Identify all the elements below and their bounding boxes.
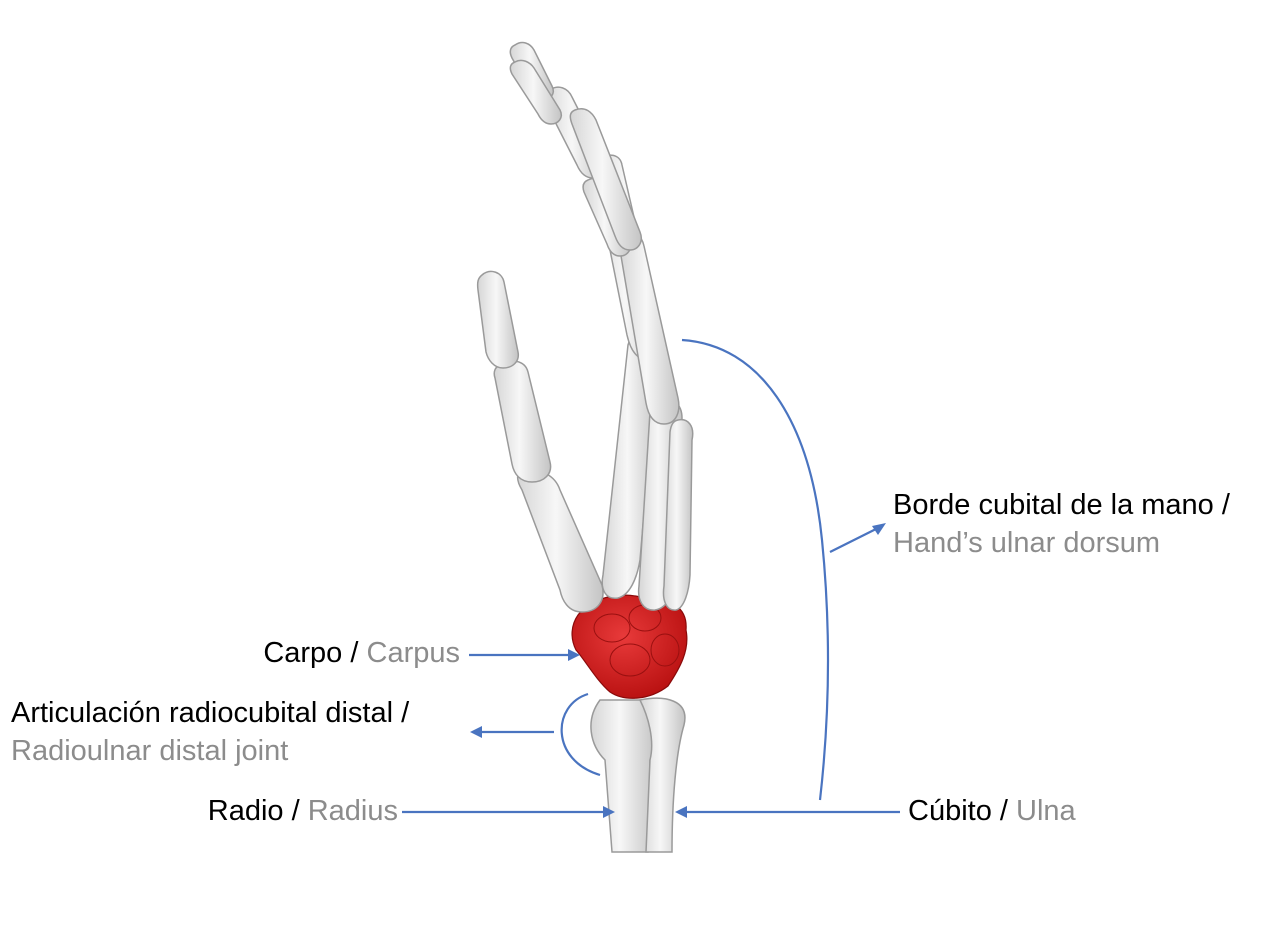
ulna-bone: [638, 697, 686, 853]
ulna-label-sep: /: [991, 795, 1016, 827]
ulnar-border-label-es: Borde cubital de la mano /: [893, 489, 1230, 521]
metacarpal-4: [662, 418, 694, 611]
druj-label: Articulación radiocubital distal / Radio…: [11, 694, 409, 770]
thumb-distal-phalanx: [476, 270, 520, 369]
distal-phalanges-2: [509, 59, 563, 125]
annotation-lines: [402, 338, 900, 818]
radius-arrowhead: [603, 806, 615, 818]
radius-bone: [590, 699, 656, 853]
radius-label: Radio / Radius: [120, 792, 398, 830]
hand-bones: [476, 41, 694, 613]
thumb-proximal-phalanx: [493, 360, 552, 483]
druj-label-en: Radioulnar distal joint: [11, 735, 289, 767]
ulnar-border-arrowhead: [872, 523, 886, 535]
carpus-label-sep: /: [342, 637, 367, 669]
druj-arrowhead: [470, 726, 482, 738]
ulnar-border-bracket: [681, 338, 830, 801]
radius-label-sep: /: [283, 795, 308, 827]
ulnar-border-label: Borde cubital de la mano / Hand’s ulnar …: [893, 486, 1230, 562]
ulna-label-en: Ulna: [1016, 795, 1076, 827]
druj-bracket: [560, 692, 601, 777]
carpus-label-en: Carpus: [366, 637, 461, 669]
finger-shaft-5: [569, 108, 642, 251]
ulna-label-es: Cúbito: [908, 795, 992, 827]
thumb-metacarpal: [516, 468, 604, 613]
carpus-arrowhead: [568, 649, 580, 661]
ulna-label: Cúbito / Ulna: [908, 792, 1076, 830]
ulna-arrowhead: [675, 806, 687, 818]
ulnar-border-label-en: Hand’s ulnar dorsum: [893, 527, 1161, 559]
carpus-label-es: Carpo: [263, 637, 343, 669]
forearm-bones: [590, 697, 686, 853]
radius-label-es: Radio: [207, 795, 284, 827]
ulnar-border-pointer: [829, 526, 881, 553]
druj-label-es: Articulación radiocubital distal /: [11, 697, 410, 729]
carpus-label: Carpo / Carpus: [150, 634, 460, 672]
radius-label-en: Radius: [307, 795, 398, 827]
